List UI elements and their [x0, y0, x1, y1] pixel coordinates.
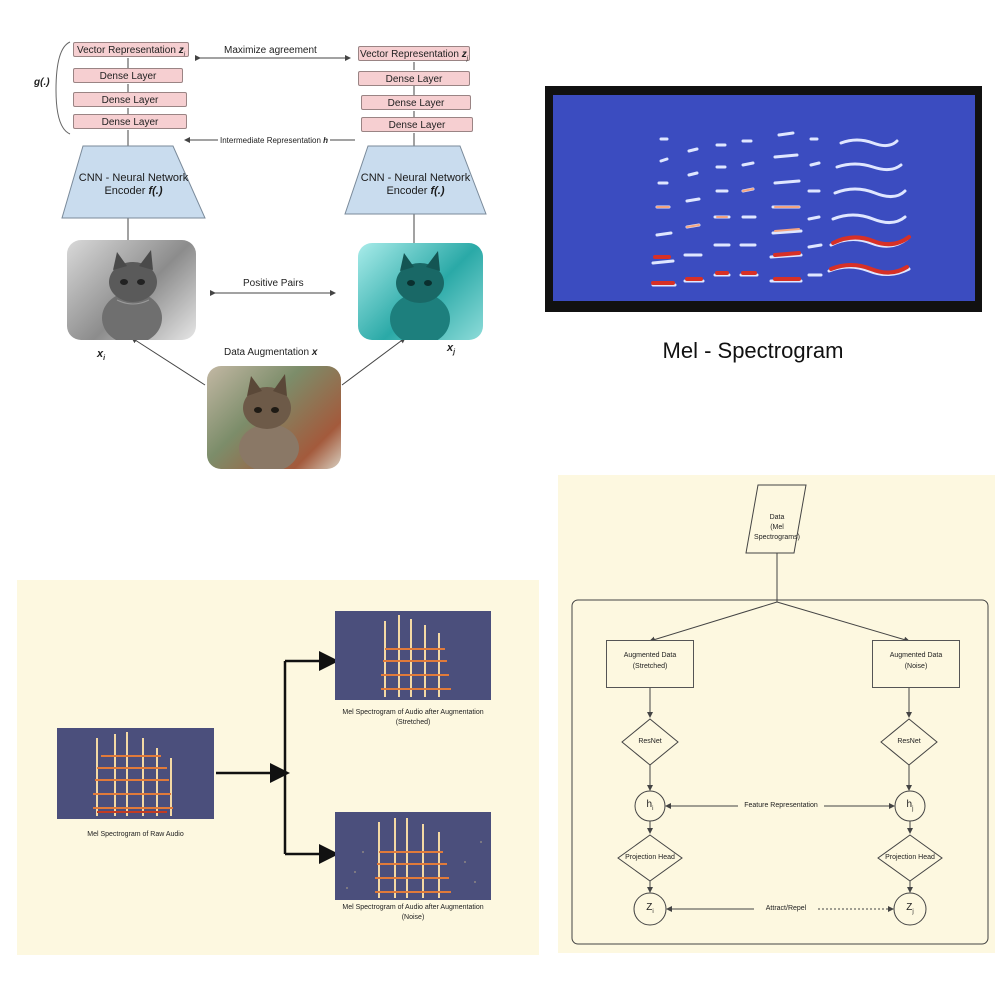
- noise-spectrogram: [335, 812, 491, 900]
- right-encoder-label: CNN - Neural Network Encoder f(.): [345, 172, 486, 198]
- xj-index: j: [453, 349, 456, 357]
- xi-index: i: [103, 355, 106, 363]
- left-encoder-label: CNN - Neural Network Encoder f(.): [62, 172, 205, 198]
- stretched-caption: Mel Spectrogram of Audio after Augmentat…: [317, 708, 509, 728]
- xj-label: xj: [447, 342, 455, 356]
- right-resnet-label: ResNet: [897, 738, 921, 745]
- simclr-diagram: g(.) Vector Representation zi Dense Laye…: [0, 0, 520, 480]
- noise-caption-line1: Mel Spectrogram of Audio after Augmentat…: [342, 904, 484, 911]
- stretched-spectrogram-drawing: [381, 615, 451, 697]
- left-projection-head-label: Projection Head: [625, 854, 675, 861]
- intermediate-h: h: [323, 136, 329, 145]
- kitten-teal-image: [358, 243, 483, 340]
- positive-pairs-label: Positive Pairs: [243, 278, 304, 289]
- hj-text: h: [906, 799, 913, 810]
- right-encoder-f: f(.): [430, 185, 445, 197]
- zj-label: Zj: [898, 903, 922, 917]
- zj-index: j: [912, 909, 914, 915]
- aug-left-line1: Augmented Data: [623, 652, 677, 659]
- left-encoder-text: Encoder: [104, 185, 149, 197]
- flowchart-panel: Data (Mel Spectrograms) Augmented Data (…: [558, 475, 995, 953]
- hj-label: hj: [898, 800, 922, 814]
- intermediate-text: Intermediate Representation: [220, 136, 324, 145]
- kitten-original-drawing: [239, 374, 299, 469]
- left-vector-z: z: [178, 45, 184, 56]
- aug-right-line1: Augmented Data: [889, 652, 943, 659]
- right-encoder-text: Encoder: [386, 185, 431, 197]
- attract-repel-label: Attract/Repel: [765, 905, 807, 912]
- xj-text: x: [447, 342, 454, 354]
- hi-index: i: [652, 806, 654, 812]
- aug-left-line2: (Stretched): [632, 663, 668, 670]
- data-node-label: Data (Mel Spectrograms): [748, 513, 806, 543]
- raw-audio-caption: Mel Spectrogram of Raw Audio: [87, 831, 184, 838]
- left-vector-representation: Vector Representation zi: [73, 42, 189, 58]
- augmentation-panel: Mel Spectrogram of Raw Audio Mel Spectro…: [17, 580, 539, 955]
- data-aug-x: x: [311, 347, 318, 358]
- right-vector-representation: Vector Representation zj: [358, 46, 470, 62]
- right-projection-head-label: Projection Head: [885, 854, 935, 861]
- hj-index: j: [912, 806, 914, 812]
- xi-text: x: [97, 348, 104, 360]
- left-vector-index: i: [183, 52, 186, 58]
- augmentation-arrows: [216, 651, 339, 864]
- left-vector-text: Vector Representation: [76, 45, 179, 56]
- maximize-agreement-label: Maximize agreement: [224, 45, 317, 56]
- noise-caption: Mel Spectrogram of Audio after Augmentat…: [317, 903, 509, 923]
- hi-text: h: [646, 799, 653, 810]
- xi-label: xi: [97, 348, 105, 362]
- left-encoder-line1: CNN - Neural Network: [78, 172, 189, 184]
- flowchart-lines: [571, 484, 989, 945]
- kitten-teal-drawing: [390, 251, 450, 340]
- raw-spectrogram-drawing: [93, 732, 173, 816]
- right-dense-layer-2: Dense Layer: [361, 95, 471, 110]
- noise-caption-line2: (Noise): [401, 914, 425, 921]
- right-dense-layer-3: Dense Layer: [361, 117, 473, 132]
- noise-spectrogram-drawing: [346, 818, 482, 898]
- intermediate-representation-label: Intermediate Representation h: [218, 136, 331, 145]
- kitten-original-image: [207, 366, 341, 469]
- left-encoder-f: f(.): [148, 185, 163, 197]
- augmented-data-noise-box: Augmented Data (Noise): [872, 640, 960, 688]
- left-dense-layer-3: Dense Layer: [73, 114, 187, 129]
- data-augmentation-label: Data Augmentation x: [224, 347, 317, 358]
- right-dense-layer-1: Dense Layer: [358, 71, 470, 86]
- right-vector-z: z: [461, 49, 467, 60]
- stretched-caption-line2: (Stretched): [395, 719, 431, 726]
- left-dense-layer-1: Dense Layer: [73, 68, 183, 83]
- stretched-caption-line1: Mel Spectrogram of Audio after Augmentat…: [342, 709, 484, 716]
- kitten-grayscale-drawing: [102, 250, 162, 340]
- left-encoder-line2: Encoder f(.): [62, 185, 205, 198]
- right-encoder-line1: CNN - Neural Network: [360, 172, 471, 184]
- augmented-data-stretched-box: Augmented Data (Stretched): [606, 640, 694, 688]
- right-encoder-line2: Encoder f(.): [345, 185, 486, 198]
- mel-spectrogram-frame: [545, 86, 982, 312]
- data-parallelogram: [745, 484, 807, 554]
- kitten-grayscale-image: [67, 240, 196, 340]
- mel-spectrogram-caption: Mel - Spectrogram: [662, 338, 844, 363]
- zi-text: Z: [646, 902, 653, 913]
- stretched-spectrogram: [335, 611, 491, 700]
- mel-spectrogram-image: [553, 95, 975, 301]
- aug-right-line2: (Noise): [904, 663, 928, 670]
- zj-text: Z: [906, 902, 913, 913]
- right-vector-text: Vector Representation: [359, 49, 462, 60]
- mel-spectrogram-drawing: [651, 131, 911, 287]
- feature-representation-label: Feature Representation: [744, 802, 818, 809]
- left-encoder-shape: [61, 145, 206, 219]
- right-encoder-shape: [344, 145, 487, 215]
- right-vector-index: j: [466, 56, 469, 62]
- left-resnet-label: ResNet: [638, 738, 662, 745]
- zi-index: i: [652, 909, 654, 915]
- left-dense-layer-2: Dense Layer: [73, 92, 187, 107]
- data-aug-text: Data Augmentation: [224, 347, 312, 358]
- data-node-line2: (Mel Spectrograms): [754, 524, 800, 541]
- data-node-line1: Data: [769, 514, 785, 521]
- g-function-label: g(.): [34, 77, 50, 88]
- raw-audio-spectrogram: [57, 728, 214, 819]
- hi-label: hi: [638, 800, 662, 814]
- right-zj-circle: [893, 892, 927, 926]
- zi-label: Zi: [638, 903, 662, 917]
